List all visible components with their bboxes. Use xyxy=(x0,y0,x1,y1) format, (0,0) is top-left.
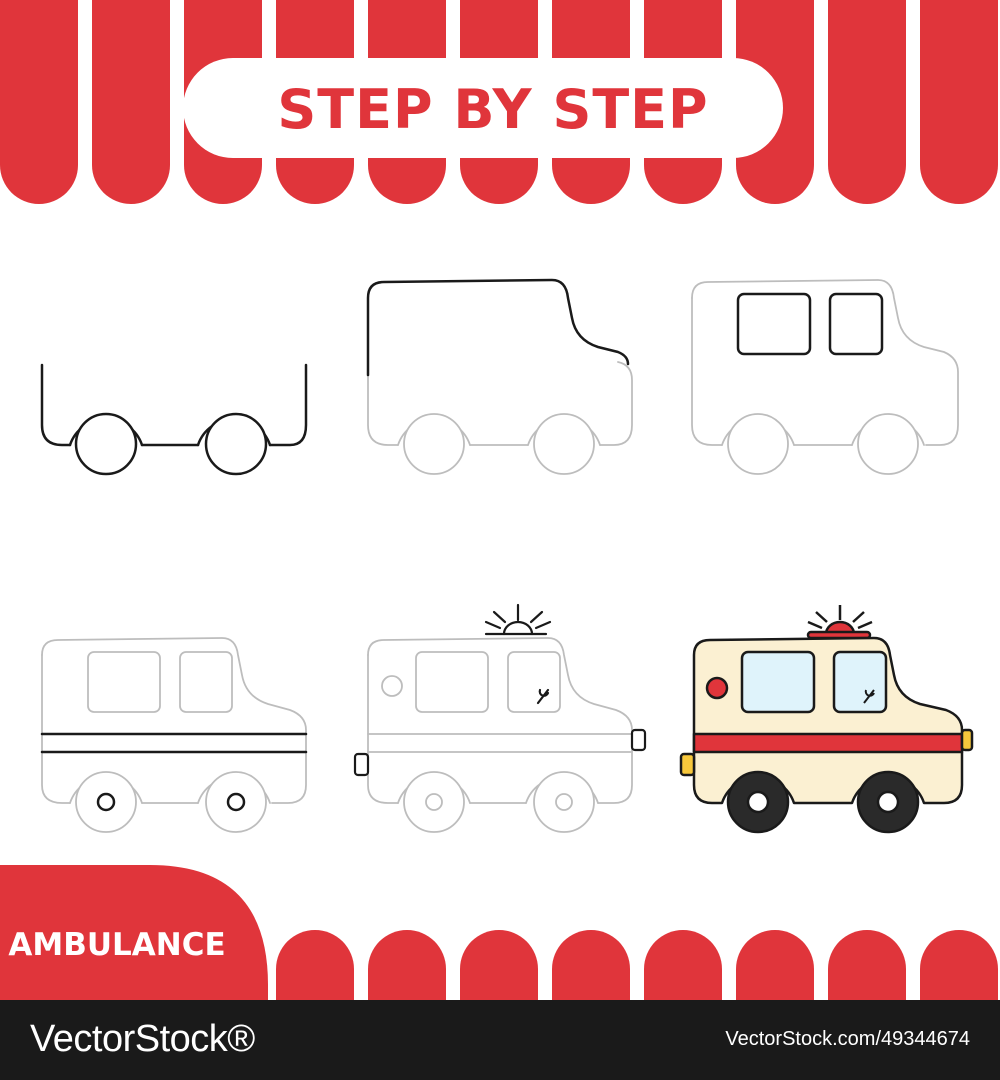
window-icon xyxy=(832,650,888,714)
page-title: STEP BY STEP xyxy=(277,78,708,141)
step-3-drawing xyxy=(691,279,959,475)
front-wheel-icon xyxy=(74,412,138,476)
wiper-icon xyxy=(863,689,875,704)
step-6-ambulance xyxy=(679,605,974,834)
hubcap-icon xyxy=(226,792,246,812)
siren-light-icon xyxy=(806,605,873,640)
rear-wheel-icon xyxy=(204,412,268,476)
rear-bumper-icon xyxy=(353,752,370,777)
step-4-drawing xyxy=(40,637,308,833)
front-bumper-icon xyxy=(960,728,974,752)
step-2-drawing xyxy=(366,278,633,475)
label-tab xyxy=(0,865,268,1000)
step-1-drawing xyxy=(40,363,308,476)
drawing-worksheet: STEP BY STEP xyxy=(0,0,998,1000)
hubcap-icon xyxy=(96,792,116,812)
subject-label: AMBULANCE xyxy=(8,927,225,963)
window-icon xyxy=(736,292,812,356)
title-banner xyxy=(183,58,783,158)
step-5-drawing xyxy=(353,603,647,833)
siren-icon xyxy=(502,620,534,636)
rear-bumper-icon xyxy=(679,752,696,777)
window-icon xyxy=(740,650,816,714)
window-icon xyxy=(828,292,884,356)
brand-logo: VectorStock® xyxy=(30,1018,255,1060)
watermark-footer: VectorStock® VectorStock.com/49344674 xyxy=(0,1000,1000,1080)
side-lamp-icon xyxy=(705,676,729,700)
body-stripe xyxy=(692,732,964,754)
image-id-label: VectorStock.com/49344674 xyxy=(725,1028,970,1050)
ambulance-body xyxy=(692,636,964,805)
front-bumper-icon xyxy=(630,728,647,752)
wiper-icon xyxy=(536,688,550,705)
bottom-scallops xyxy=(276,930,998,1000)
